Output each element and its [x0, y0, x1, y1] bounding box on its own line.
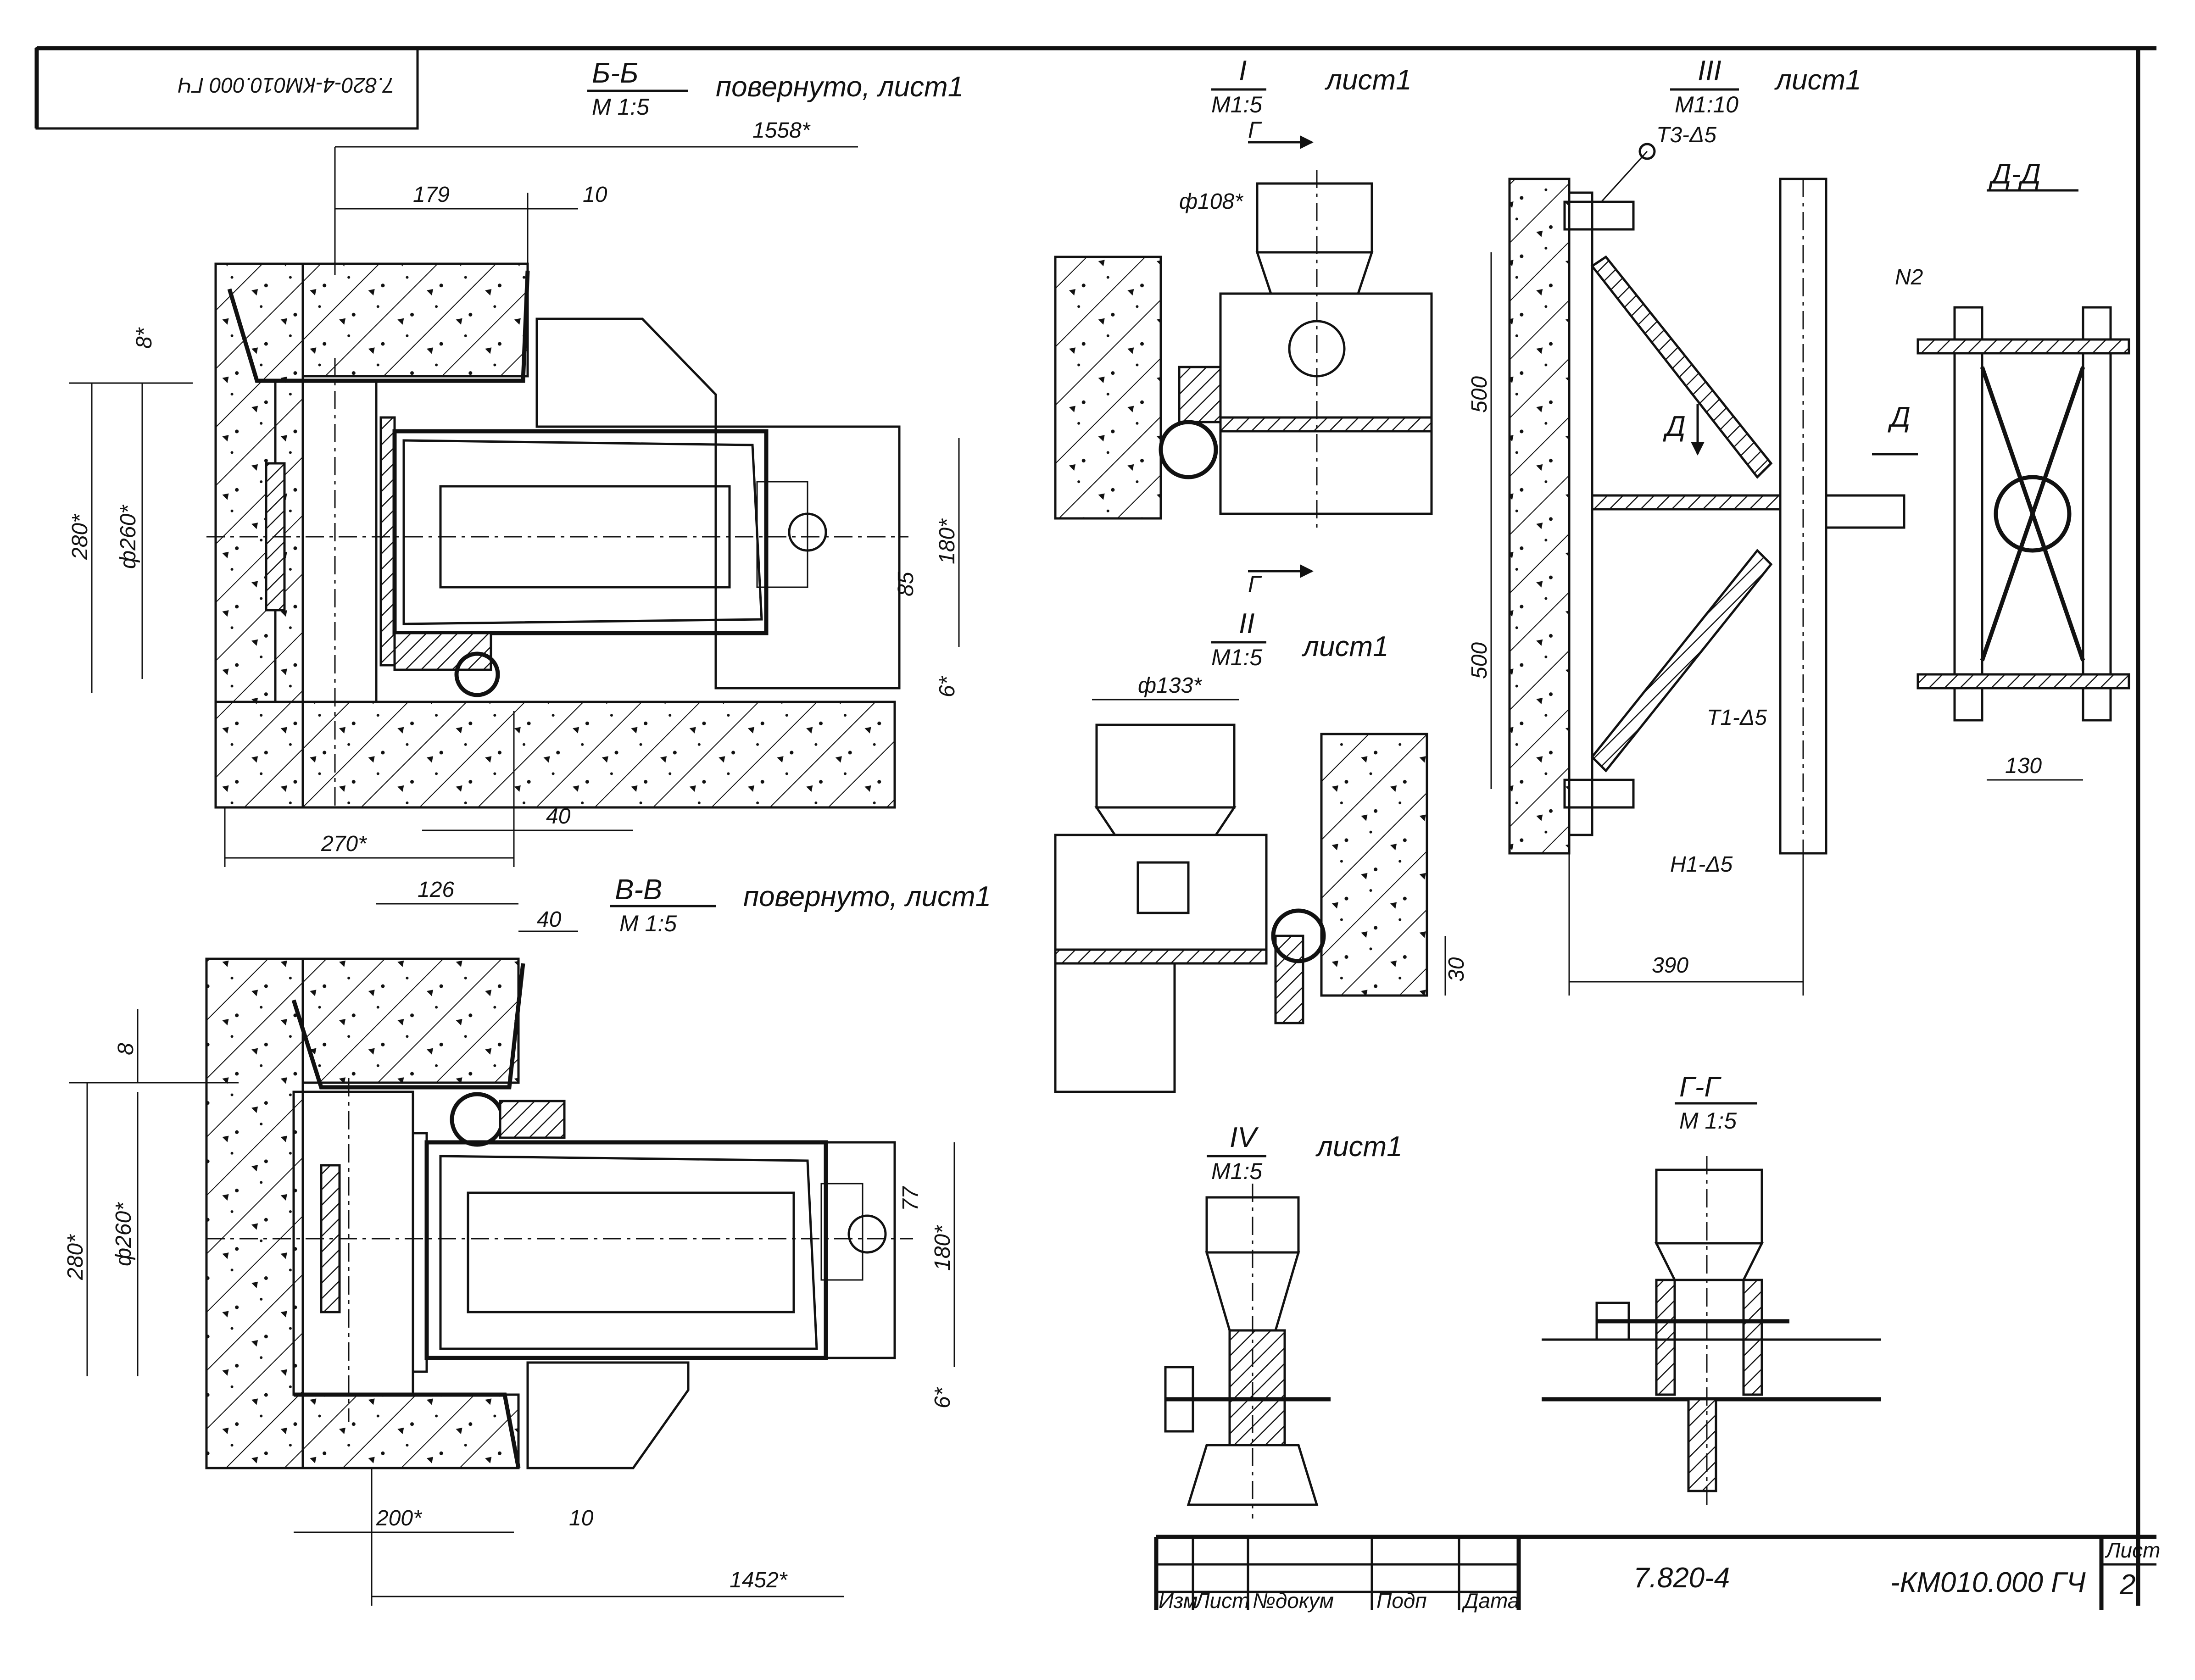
node3-cut-d2: Д	[1888, 401, 1911, 433]
view-gg: Г-Г М 1:5	[1542, 1071, 1881, 1509]
dim-vv-126: 126	[418, 878, 454, 902]
node4-title: IV	[1230, 1122, 1259, 1153]
node3-w1: Т3-Δ5	[1656, 123, 1716, 147]
node3-d500a: 500	[1467, 376, 1492, 413]
node3-w2: Т1-Δ5	[1707, 706, 1767, 730]
node2-title: II	[1239, 608, 1254, 640]
tb-doc-code: -КМ010.000 ГЧ	[1890, 1567, 2086, 1598]
node3-note: лист1	[1774, 64, 1861, 96]
dim-vv-260: ф260*	[111, 1202, 136, 1266]
dim-vv-1452: 1452*	[730, 1568, 788, 1592]
dim-bb-280: 280*	[68, 514, 92, 560]
tb-sheet-no: 2	[2119, 1569, 2135, 1601]
node1-cut-top: Г	[1248, 117, 1262, 143]
node2-d133: ф133*	[1138, 673, 1202, 698]
view-dd-title: Д-Д	[1989, 158, 2041, 190]
dim-bb-270: 270*	[321, 832, 367, 856]
node1-title: I	[1239, 55, 1247, 87]
dim-bb-40: 40	[546, 804, 571, 829]
dim-bb-260: ф260*	[116, 505, 140, 569]
view-gg-title: Г-Г	[1679, 1071, 1721, 1103]
view-bb-scale: М 1:5	[592, 94, 649, 120]
view-bb: Б-Б М 1:5 повернуто, лист1	[68, 57, 964, 867]
dim-bb-8: 8*	[132, 327, 156, 349]
node1-note: лист1	[1325, 64, 1412, 96]
stamp-code: 7.820-4-КМ010.000 ГЧ	[178, 73, 395, 97]
node1-cut-bottom: Г	[1248, 571, 1262, 597]
view-node-3: III М1:10 лист1 Т3-Δ5 Д Д 500 500 Т1-Δ5 …	[1467, 55, 1918, 996]
dim-bb-1558: 1558*	[752, 118, 811, 143]
view-dd: Д-Д N2 130	[1895, 158, 2130, 781]
dim-bb-179: 179	[413, 183, 450, 207]
node3-d500b: 500	[1467, 642, 1492, 679]
node2-d30: 30	[1444, 957, 1469, 982]
node3-scale: М1:10	[1675, 92, 1738, 117]
node2-scale: М1:5	[1211, 645, 1262, 670]
dd-n2: N2	[1895, 265, 1923, 289]
dim-vv-8: 8	[114, 1043, 138, 1055]
node3-title: III	[1698, 55, 1721, 87]
view-node-2: II М1:5 лист1 ф133* 30	[1054, 608, 1469, 1093]
node3-w3: Н1-Δ5	[1670, 852, 1733, 877]
dim-vv-10: 10	[569, 1506, 594, 1530]
view-bb-title: Б-Б	[592, 57, 638, 89]
view-gg-scale: М 1:5	[1679, 1108, 1737, 1134]
dim-vv-6: 6*	[930, 1387, 955, 1408]
dim-vv-280: 280*	[63, 1234, 88, 1280]
dim-bb-10: 10	[583, 183, 607, 207]
dim-bb-180: 180*	[935, 518, 959, 564]
rotated-stamp: 7.820-4-КМ010.000 ГЧ	[35, 47, 419, 130]
node1-d108: ф108*	[1179, 189, 1243, 214]
node4-scale: М1:5	[1211, 1158, 1262, 1184]
view-vv-title: В-В	[615, 874, 662, 906]
node1-scale: М1:5	[1211, 92, 1262, 117]
dim-vv-200: 200*	[376, 1506, 422, 1530]
tb-h-doc: №докум	[1253, 1589, 1334, 1613]
dd-d130: 130	[2005, 754, 2042, 778]
node2-note: лист1	[1302, 631, 1389, 662]
dim-vv-180: 180*	[930, 1225, 955, 1271]
tb-h-podp: Подп	[1376, 1589, 1427, 1613]
tb-doc-num: 7.820-4	[1633, 1562, 1730, 1594]
dim-bb-85: 85	[894, 572, 918, 596]
tb-h-izm: Изм	[1159, 1589, 1198, 1613]
node3-cut-d1: Д	[1663, 411, 1686, 442]
view-node-1: I М1:5 лист1 Г ф108* Г	[1054, 55, 1433, 597]
tb-sheet-label: Лист	[2105, 1538, 2160, 1562]
dim-vv-77: 77	[898, 1185, 923, 1211]
view-bb-note: повернуто, лист1	[716, 71, 964, 103]
node4-note: лист1	[1315, 1131, 1403, 1163]
dim-bb-6: 6*	[935, 676, 959, 697]
view-vv-note: повернуто, лист1	[743, 881, 991, 912]
dim-vv-40: 40	[537, 907, 562, 932]
node3-d390: 390	[1652, 953, 1688, 978]
tb-h-list: Лист	[1194, 1589, 1249, 1613]
view-vv: В-В М 1:5 повернуто, лист1 126 40 8 280*	[63, 874, 991, 1606]
view-node-4: IV М1:5 лист1	[1164, 1122, 1403, 1519]
tb-h-data: Дата	[1461, 1589, 1519, 1613]
title-block: Изм Лист №докум Подп Дата 7.820-4 -КМ010…	[1154, 1535, 2160, 1613]
view-vv-scale: М 1:5	[619, 911, 677, 936]
